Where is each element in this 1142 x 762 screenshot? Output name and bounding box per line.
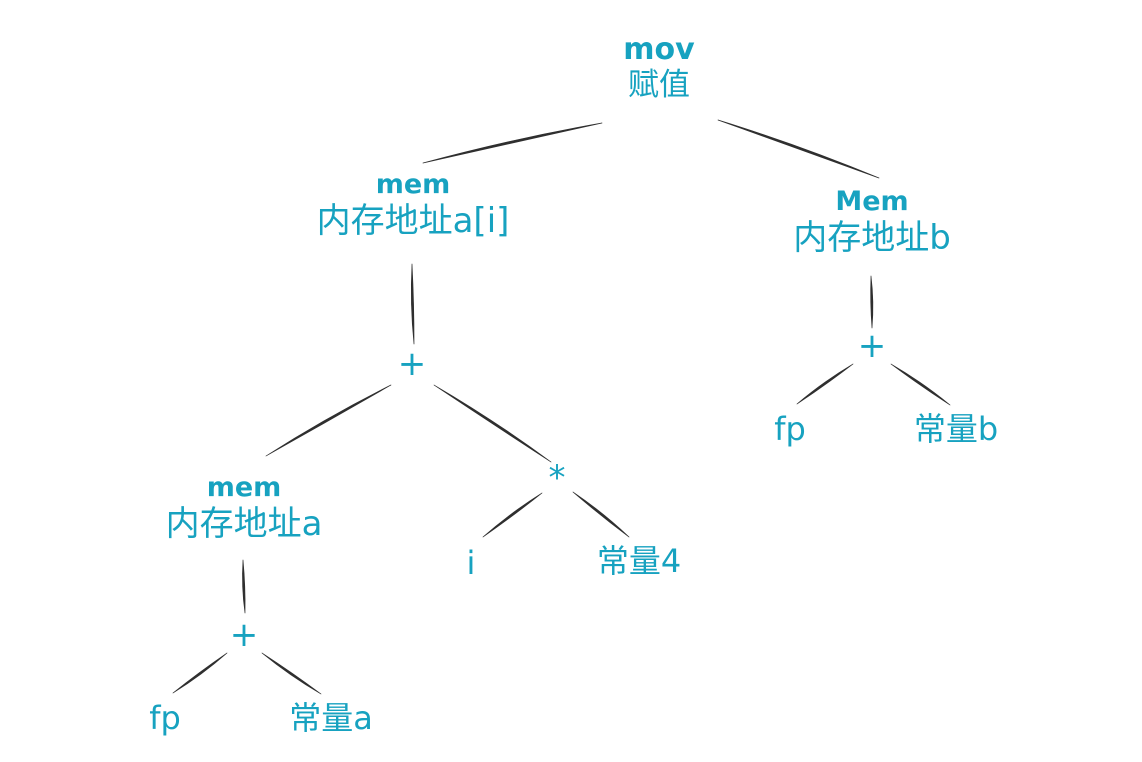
node-tag: mem bbox=[375, 169, 451, 201]
tree-edge bbox=[265, 384, 392, 457]
tree-edge bbox=[796, 363, 854, 405]
tree-node-mul[interactable]: * bbox=[549, 458, 566, 498]
node-label: + bbox=[229, 614, 259, 655]
node-label: * bbox=[548, 457, 566, 498]
node-label: i bbox=[466, 544, 476, 583]
tree-node-consta[interactable]: 常量a bbox=[289, 699, 373, 738]
tree-node-constb[interactable]: 常量b bbox=[913, 410, 999, 449]
tree-edge bbox=[870, 275, 874, 329]
tree-edge bbox=[422, 122, 603, 164]
tree-edge bbox=[482, 492, 543, 538]
node-label: fp bbox=[149, 699, 181, 738]
node-label: fp bbox=[774, 410, 806, 449]
node-label: 赋值 bbox=[628, 67, 690, 104]
tree-node-fp_a[interactable]: fp bbox=[149, 699, 181, 738]
node-tag: Mem bbox=[835, 186, 909, 218]
tree-edge bbox=[172, 652, 228, 694]
tree-node-plus_a[interactable]: + bbox=[230, 615, 259, 655]
node-label: 内存地址b bbox=[793, 217, 951, 258]
node-label: 常量b bbox=[913, 410, 999, 449]
tree-edge bbox=[717, 119, 880, 179]
node-label: + bbox=[857, 325, 887, 366]
node-label: 内存地址a bbox=[165, 503, 323, 544]
tree-edge bbox=[242, 559, 246, 614]
node-label: + bbox=[397, 343, 427, 384]
tree-node-plus_b[interactable]: + bbox=[858, 326, 887, 366]
tree-node-fp_b[interactable]: fp bbox=[774, 410, 806, 449]
tree-edge bbox=[410, 263, 415, 345]
tree-node-plus_ai[interactable]: + bbox=[398, 344, 427, 384]
tree-edge bbox=[890, 363, 951, 406]
tree-edge bbox=[433, 384, 552, 463]
node-tag: mov bbox=[623, 32, 695, 68]
tree-node-const4[interactable]: 常量4 bbox=[596, 542, 682, 581]
tree-node-i[interactable]: i bbox=[466, 544, 476, 583]
node-label: 常量a bbox=[289, 699, 373, 738]
node-label: 常量4 bbox=[596, 542, 682, 581]
node-tag: mem bbox=[206, 472, 282, 504]
tree-edge bbox=[261, 652, 322, 695]
tree-edge bbox=[572, 491, 630, 538]
node-label: 内存地址a[i] bbox=[316, 200, 510, 241]
